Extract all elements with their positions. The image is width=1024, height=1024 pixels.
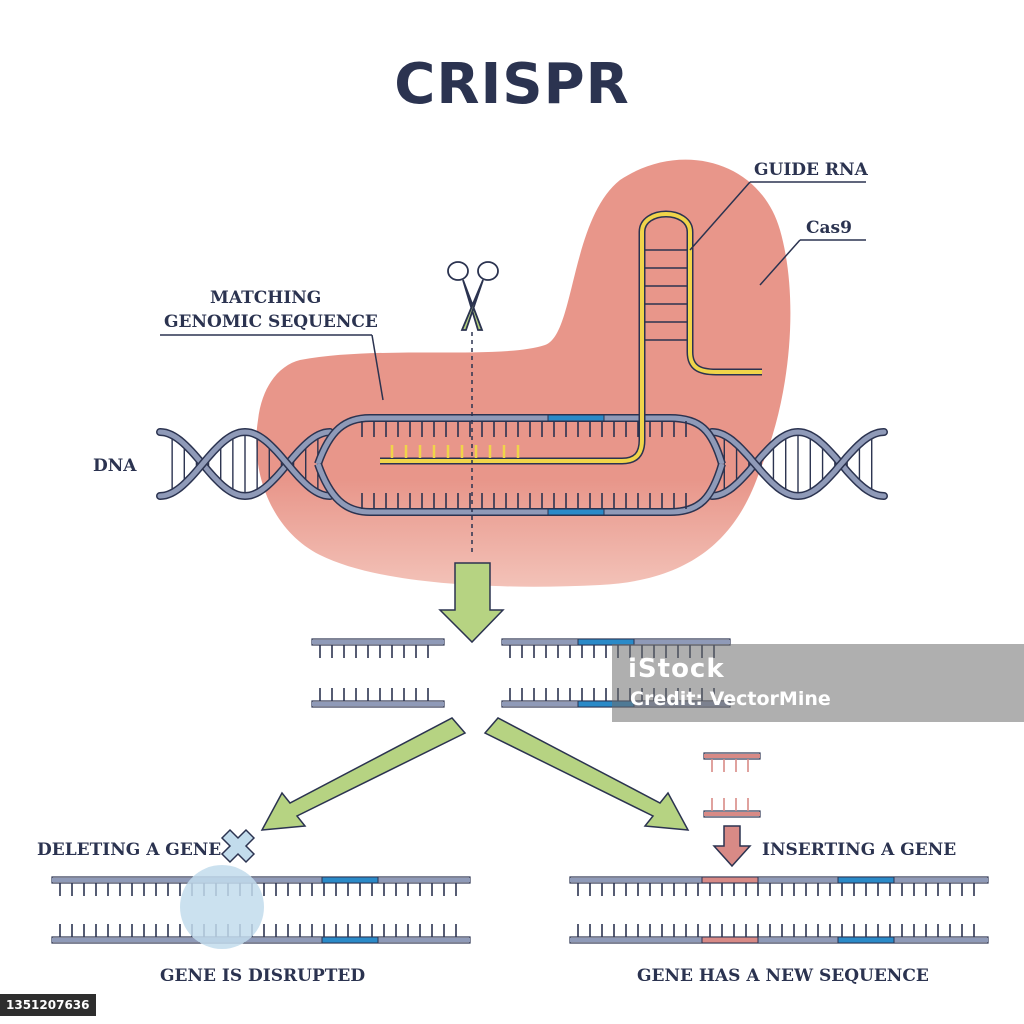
arrow-to-inserting [483,717,690,831]
inserted-gene-strand [569,876,989,944]
cas9-protein [256,159,791,587]
bottom-strand [315,463,725,515]
label-deleting: DELETING A GENE [37,840,222,860]
guide-rna-backbone [380,212,762,463]
strand-fill [312,640,444,644]
left-target-top [321,876,379,884]
inserted-top [701,876,759,884]
label-matching-line1: MATCHING [210,288,322,308]
label-dna: DNA [93,456,137,476]
target-bottom [547,508,605,516]
watermark-logo: iStock [628,654,725,684]
helix-strand [709,429,887,499]
strand-fill [312,702,444,706]
right-target-top [837,876,895,884]
left-target-bottom [321,936,379,944]
label-guide-rna: GUIDE RNA [754,160,868,180]
cut-target-top [577,638,635,646]
strand-fill [704,754,760,758]
helix-strand [157,429,333,499]
guide-rna [380,210,762,465]
stock-id: 1351207636 [0,994,96,1016]
dna-open-bubble [314,414,726,516]
arrow-to-deleting [260,717,467,831]
insert-arrow-icon [712,825,752,868]
top-strand [315,415,725,465]
strand-fill [52,878,470,882]
label-inserting: INSERTING A GENE [762,840,957,860]
label-disrupted: GENE IS DISRUPTED [160,966,366,986]
deletion-circle [180,865,264,949]
inserted-bottom [701,936,759,944]
label-matching-line2: GENOMIC SEQUENCE [164,312,378,332]
page-title: CRISPR [394,52,630,117]
dna-helix-right [708,427,888,501]
label-cas9: Cas9 [806,218,852,238]
dna-helix-left [156,427,334,501]
cross-icon [220,828,256,864]
strand-fill [570,878,988,882]
strand-fill [570,938,988,942]
leader-lines [160,181,866,401]
helix-strand [157,429,333,499]
target-top [547,414,605,422]
watermark-band [612,644,1024,722]
right-target-bottom [837,936,895,944]
down-arrow-icon [438,562,505,644]
label-new-sequence: GENE HAS A NEW SEQUENCE [637,966,929,986]
insert-sequence [703,752,761,818]
strand-fill [52,938,470,942]
watermark-credit: Credit: VectorMine [630,688,831,710]
helix-strand [709,429,887,499]
scissors-icon [447,261,499,331]
strand-fill [704,812,760,816]
